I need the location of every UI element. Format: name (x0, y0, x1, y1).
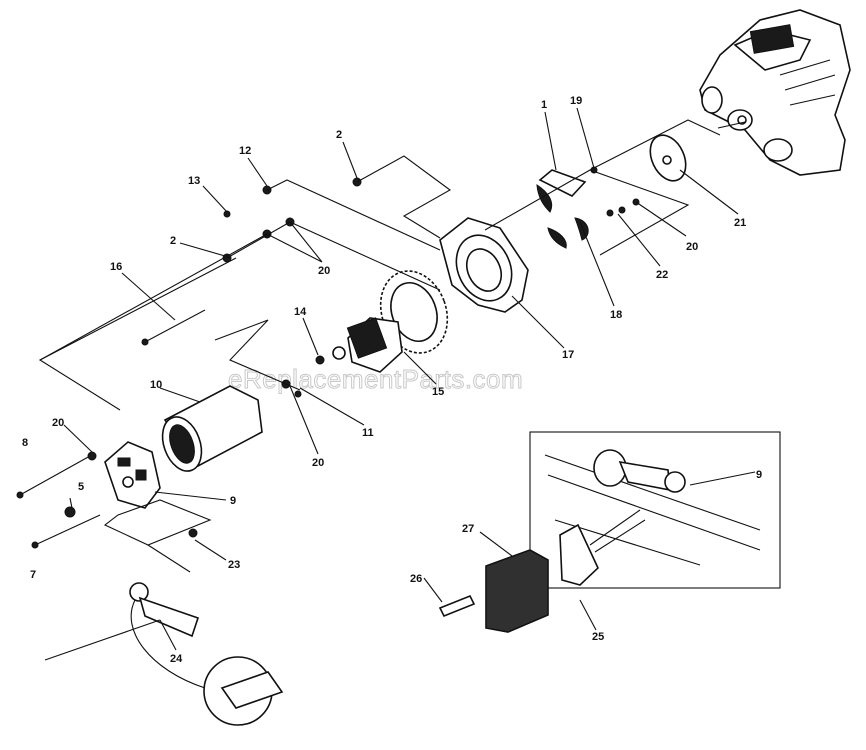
callout-27: 27 (462, 523, 474, 535)
callout-25: 25 (592, 631, 604, 643)
callout-9-right: 9 (756, 469, 762, 481)
callout-12: 12 (239, 145, 251, 157)
callout-18: 18 (610, 309, 622, 321)
inset-panel (438, 431, 781, 633)
callout-15: 15 (432, 386, 444, 398)
end-bell (104, 441, 161, 509)
callout-13: 13 (188, 175, 200, 187)
callout-20-right: 20 (686, 241, 698, 253)
engine (699, 9, 851, 176)
callout-20-left: 20 (52, 417, 64, 429)
fasteners (16, 166, 640, 549)
callout-5: 5 (78, 481, 84, 493)
callout-7: 7 (30, 569, 36, 581)
callout-labels: 1 19 2 12 13 2 20 16 14 15 11 20 17 18 2… (22, 95, 762, 665)
rotor-assembly (332, 270, 449, 373)
stator-housing (161, 385, 263, 472)
adapter-disk (649, 134, 687, 182)
callout-14: 14 (294, 306, 307, 318)
callout-26: 26 (410, 573, 422, 585)
brushes (536, 169, 589, 249)
callout-2-left: 2 (170, 235, 176, 247)
callout-2-top: 2 (336, 129, 342, 141)
callout-8: 8 (22, 437, 28, 449)
callout-24: 24 (170, 653, 183, 665)
assembly-lines (38, 107, 756, 651)
callout-10: 10 (150, 379, 162, 391)
callout-19: 19 (570, 95, 582, 107)
callout-20-mid: 20 (312, 457, 324, 469)
callout-22: 22 (656, 269, 668, 281)
fan-housing (439, 217, 529, 313)
callout-20-upper: 20 (318, 265, 330, 277)
callout-16: 16 (110, 261, 122, 273)
callout-21: 21 (734, 217, 746, 229)
callout-23: 23 (228, 559, 240, 571)
callout-17: 17 (562, 349, 574, 361)
callout-11: 11 (362, 427, 374, 439)
callout-9-left: 9 (230, 495, 236, 507)
bracket (44, 582, 284, 726)
callout-1: 1 (541, 99, 547, 111)
